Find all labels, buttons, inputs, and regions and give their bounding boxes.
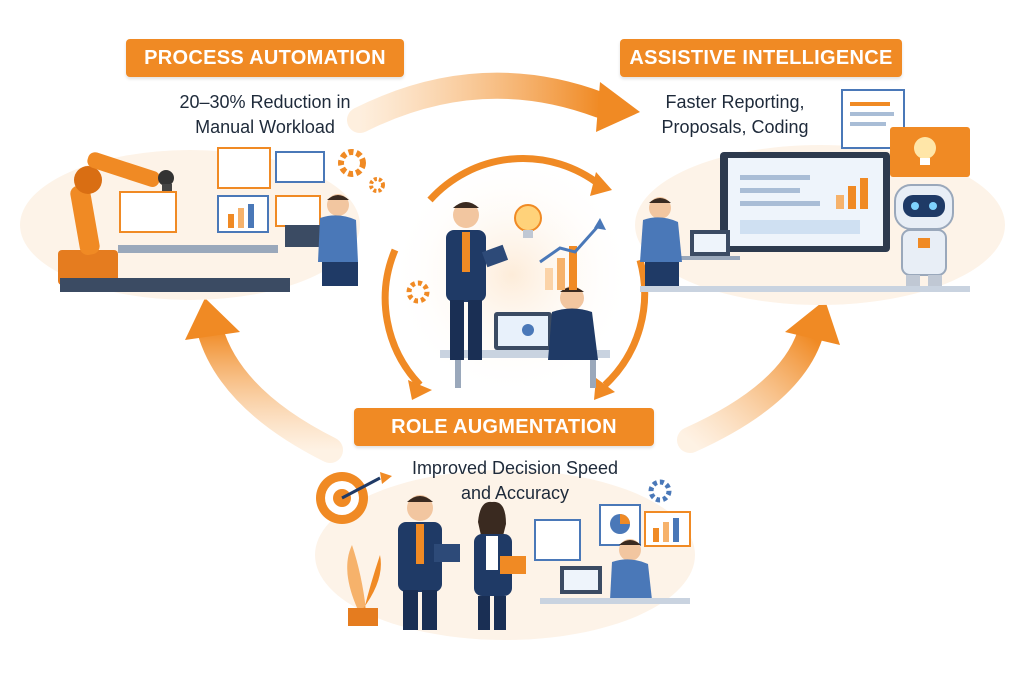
worker-figure <box>610 539 652 600</box>
laptop-icon <box>680 230 740 260</box>
caption-line: 20–30% Reduction in <box>179 92 351 112</box>
caption-line: Manual Workload <box>195 117 335 137</box>
caption-line: and Accuracy <box>460 483 570 503</box>
arrow-top <box>347 72 613 133</box>
role-augmentation-caption: Improved Decision Speed and Accuracy <box>380 456 650 506</box>
plant-decoration <box>347 545 381 626</box>
lightbulb-icon <box>514 204 542 238</box>
worker-figure <box>640 197 682 288</box>
role-augmentation-scene <box>315 470 695 640</box>
gear-icon <box>406 280 430 304</box>
caption-line: Improved Decision Speed <box>411 458 619 478</box>
role-augmentation-badge: ROLE AUGMENTATION <box>354 408 654 446</box>
assistive-intelligence-badge: ASSISTIVE INTELLIGENCE <box>620 39 902 77</box>
caption-line: Faster Reporting, <box>665 92 805 112</box>
assistive-intelligence-scene <box>635 89 1005 305</box>
businesswoman-figure <box>474 501 526 630</box>
process-automation-caption: 20–30% Reduction in Manual Workload <box>120 90 410 140</box>
arrow-left <box>197 317 343 463</box>
businessman-figure <box>398 495 460 630</box>
process-automation-scene <box>20 147 385 300</box>
laptop-icon <box>560 566 602 594</box>
arrow-top-head <box>596 82 640 132</box>
seated-man-figure <box>494 286 598 360</box>
bar-chart-icon <box>836 178 868 209</box>
bar-chart-icon <box>539 218 606 290</box>
caption-line: Proposals, Coding <box>661 117 809 137</box>
arrow-left-head <box>185 298 240 340</box>
arrow-right <box>677 322 823 453</box>
target-icon <box>316 472 392 524</box>
cycle-arrows <box>185 72 840 463</box>
gear-icon <box>648 479 672 503</box>
center-scene <box>381 153 649 400</box>
gear-icon <box>338 149 385 193</box>
lightbulb-icon <box>890 127 970 177</box>
standing-man-figure <box>446 202 509 360</box>
worker-figure <box>285 194 358 286</box>
assistive-intelligence-caption: Faster Reporting, Proposals, Coding <box>625 90 845 140</box>
process-automation-badge: PROCESS AUTOMATION <box>126 39 404 77</box>
dashboard-panels <box>534 504 691 561</box>
dashboard-panels <box>119 147 325 233</box>
arrow-right-head <box>785 300 840 345</box>
